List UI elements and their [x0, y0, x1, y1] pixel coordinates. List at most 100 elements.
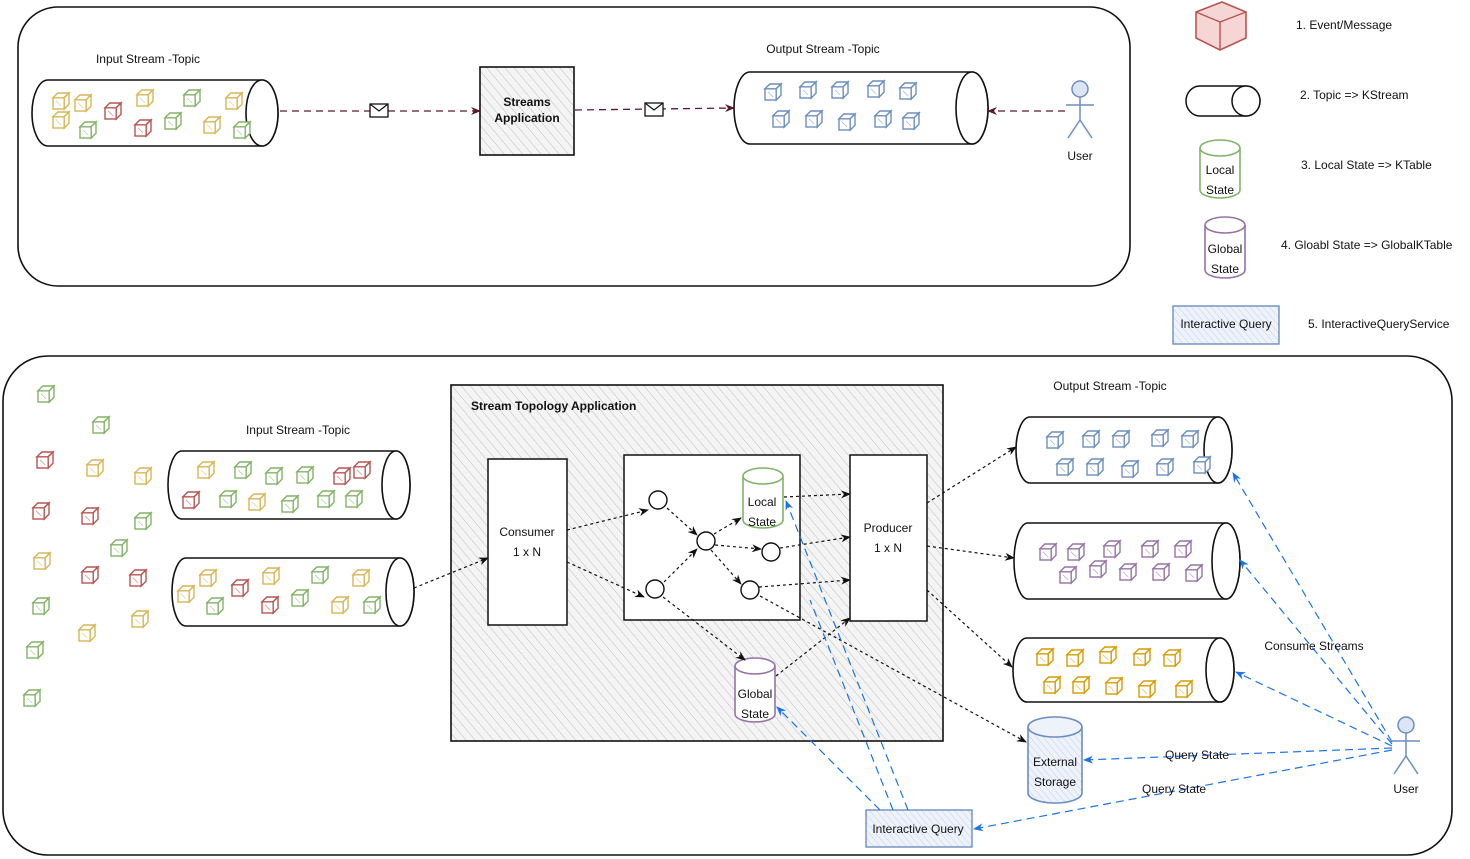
cube-icon — [264, 466, 284, 486]
legend-local-label: 3. Local State => KTable — [1301, 158, 1432, 172]
local-state-to-producer-arrow — [783, 490, 851, 499]
legend-local-line2: State — [1206, 183, 1234, 197]
cube-icon — [310, 565, 330, 585]
cube-icon — [1173, 539, 1193, 559]
processor-node — [648, 490, 668, 510]
top-container — [17, 6, 1131, 287]
interactive-query-box: Interactive Query — [865, 809, 973, 848]
cube-icon — [362, 595, 382, 615]
global-state-to-producer-arrow — [775, 617, 851, 677]
legend-iq-box-text: Interactive Query — [1180, 317, 1271, 331]
cube-icon — [51, 110, 71, 130]
cube-icon — [1140, 539, 1160, 559]
scattered-event-cubes — [22, 384, 153, 708]
node-to-node-arrow — [710, 549, 742, 585]
user-to-output-orange-arrow — [1235, 671, 1393, 747]
cube-icon — [1111, 429, 1131, 449]
producer-line1: Producer — [864, 521, 913, 535]
cube-icon — [181, 490, 201, 510]
legend-global-line2: State — [1211, 262, 1239, 276]
consumer-to-node-arrow — [566, 561, 645, 598]
external-storage-line1: External — [1033, 755, 1077, 769]
cube-icon — [316, 489, 336, 509]
cube-icon — [133, 118, 153, 138]
envelope-icon — [369, 103, 389, 118]
node-to-global-state-arrow — [662, 596, 746, 661]
cube-icon — [295, 465, 315, 485]
cube-icon — [103, 101, 123, 121]
cube-icon — [1180, 429, 1200, 449]
external-storage-line2: Storage — [1034, 775, 1076, 789]
user-stick-figure-icon — [1392, 716, 1420, 775]
legend-interactive-query-box: Interactive Query — [1172, 305, 1280, 345]
cube-icon — [330, 595, 350, 615]
query-state-label-1: Query State — [1165, 748, 1229, 762]
cube-icon — [233, 460, 253, 480]
cube-icon — [133, 466, 153, 486]
bottom-user-label: User — [1393, 782, 1418, 796]
consumer-box: Consumer 1 x N — [487, 458, 568, 626]
consumer-to-node-arrow — [566, 508, 649, 531]
top-input-topic-label: Input Stream -Topic — [96, 52, 200, 66]
top-flow-arrow-2 — [574, 104, 735, 113]
cube-icon — [128, 568, 148, 588]
cube-icon — [290, 588, 310, 608]
cube-icon — [1058, 565, 1078, 585]
cube-icon — [873, 109, 893, 129]
top-user-label: User — [1067, 149, 1092, 163]
envelope-icon — [644, 102, 664, 117]
cube-icon — [51, 91, 71, 111]
user-to-interactive-query-arrow — [973, 749, 1393, 832]
cube-icon — [260, 595, 280, 615]
cube-icon — [898, 81, 918, 101]
cube-icon — [35, 450, 55, 470]
cube-icon — [230, 578, 250, 598]
cube-icon — [80, 565, 100, 585]
legend-cube-icon — [1195, 1, 1247, 51]
cube-icon — [866, 79, 886, 99]
cube-icon — [1174, 679, 1194, 699]
local-state-line1: Local — [748, 495, 777, 509]
cube-icon — [196, 460, 216, 480]
cube-icon — [224, 91, 244, 111]
cube-icon — [36, 384, 56, 404]
top-input-cubes — [51, 88, 252, 140]
legend-event-label: 1. Event/Message — [1296, 18, 1392, 32]
bottom-container — [2, 355, 1453, 856]
cube-icon — [78, 120, 98, 140]
consumer-line1: Consumer — [499, 525, 554, 539]
processor-node — [761, 542, 781, 562]
cube-icon — [344, 489, 364, 509]
cube-icon — [133, 511, 153, 531]
legend-local-state-cylinder — [1199, 139, 1241, 199]
streams-application-box: Streams Application — [479, 66, 575, 156]
consumer-line2: 1 x N — [513, 545, 541, 559]
producer-line2: 1 x N — [874, 541, 902, 555]
output-purple-cubes — [1038, 539, 1204, 585]
cube-icon — [91, 415, 111, 435]
node-to-node-arrow — [666, 507, 698, 536]
user-to-output-purple-arrow — [1239, 559, 1393, 745]
cube-icon — [135, 88, 155, 108]
iq-to-global-state-arrow — [776, 706, 881, 811]
cube-icon — [73, 93, 93, 113]
cube-icon — [198, 568, 218, 588]
cube-icon — [1065, 648, 1085, 668]
bottom-output-topic-purple — [1013, 522, 1241, 600]
stream-topology-title: Stream Topology Application — [471, 399, 636, 413]
user-to-output-blue-arrow — [1232, 472, 1393, 743]
cube-icon — [32, 551, 52, 571]
local-state-cylinder: Local State — [742, 467, 784, 529]
input-to-consumer-arrow — [413, 557, 489, 589]
global-state-line2: State — [741, 707, 769, 721]
cube-icon — [176, 584, 196, 604]
bottom-input-topic-label: Input Stream -Topic — [246, 423, 350, 437]
iq-to-local-state-arrow-2 — [809, 599, 894, 811]
cube-icon — [1150, 428, 1170, 448]
cube-icon — [80, 506, 100, 526]
cube-icon — [1118, 562, 1138, 582]
query-arrows — [776, 472, 1393, 832]
cube-icon — [1045, 430, 1065, 450]
processor-node — [740, 580, 760, 600]
topology-arrows — [413, 446, 1027, 743]
